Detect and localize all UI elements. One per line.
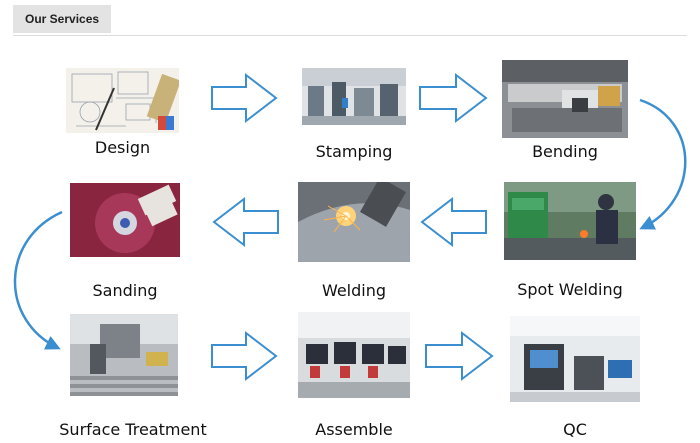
- tab-our-services[interactable]: Our Services: [13, 5, 112, 33]
- arrow-left-icon: [420, 196, 487, 248]
- design-photo: [66, 68, 179, 133]
- step-label-design: Design: [94, 138, 151, 157]
- arrow-right-icon: [419, 72, 488, 124]
- curved-arrow-icon: [13, 210, 63, 350]
- qc-photo: [510, 316, 640, 402]
- step-label-qc: QC: [563, 420, 587, 439]
- arrow-right-icon: [425, 330, 494, 382]
- assemble-photo: [298, 312, 410, 398]
- tab-divider: [13, 35, 687, 36]
- step-label-surface-treatment: Surface Treatment: [59, 420, 207, 439]
- sanding-photo: [70, 183, 180, 257]
- step-label-welding: Welding: [321, 281, 387, 300]
- step-label-assemble: Assemble: [315, 420, 393, 439]
- surface-treatment-photo: [70, 314, 178, 396]
- curved-arrow-icon: [639, 98, 687, 230]
- arrow-right-icon: [211, 330, 278, 382]
- step-label-bending: Bending: [532, 142, 598, 161]
- stamping-photo: [302, 68, 406, 125]
- step-label-sanding: Sanding: [92, 281, 158, 300]
- arrow-left-icon: [212, 196, 279, 248]
- spot-welding-photo: [504, 182, 636, 260]
- bending-photo: [502, 60, 628, 138]
- step-label-stamping: Stamping: [315, 142, 393, 161]
- welding-photo: [298, 182, 410, 262]
- arrow-right-icon: [211, 72, 278, 124]
- step-label-spot-welding: Spot Welding: [517, 280, 623, 299]
